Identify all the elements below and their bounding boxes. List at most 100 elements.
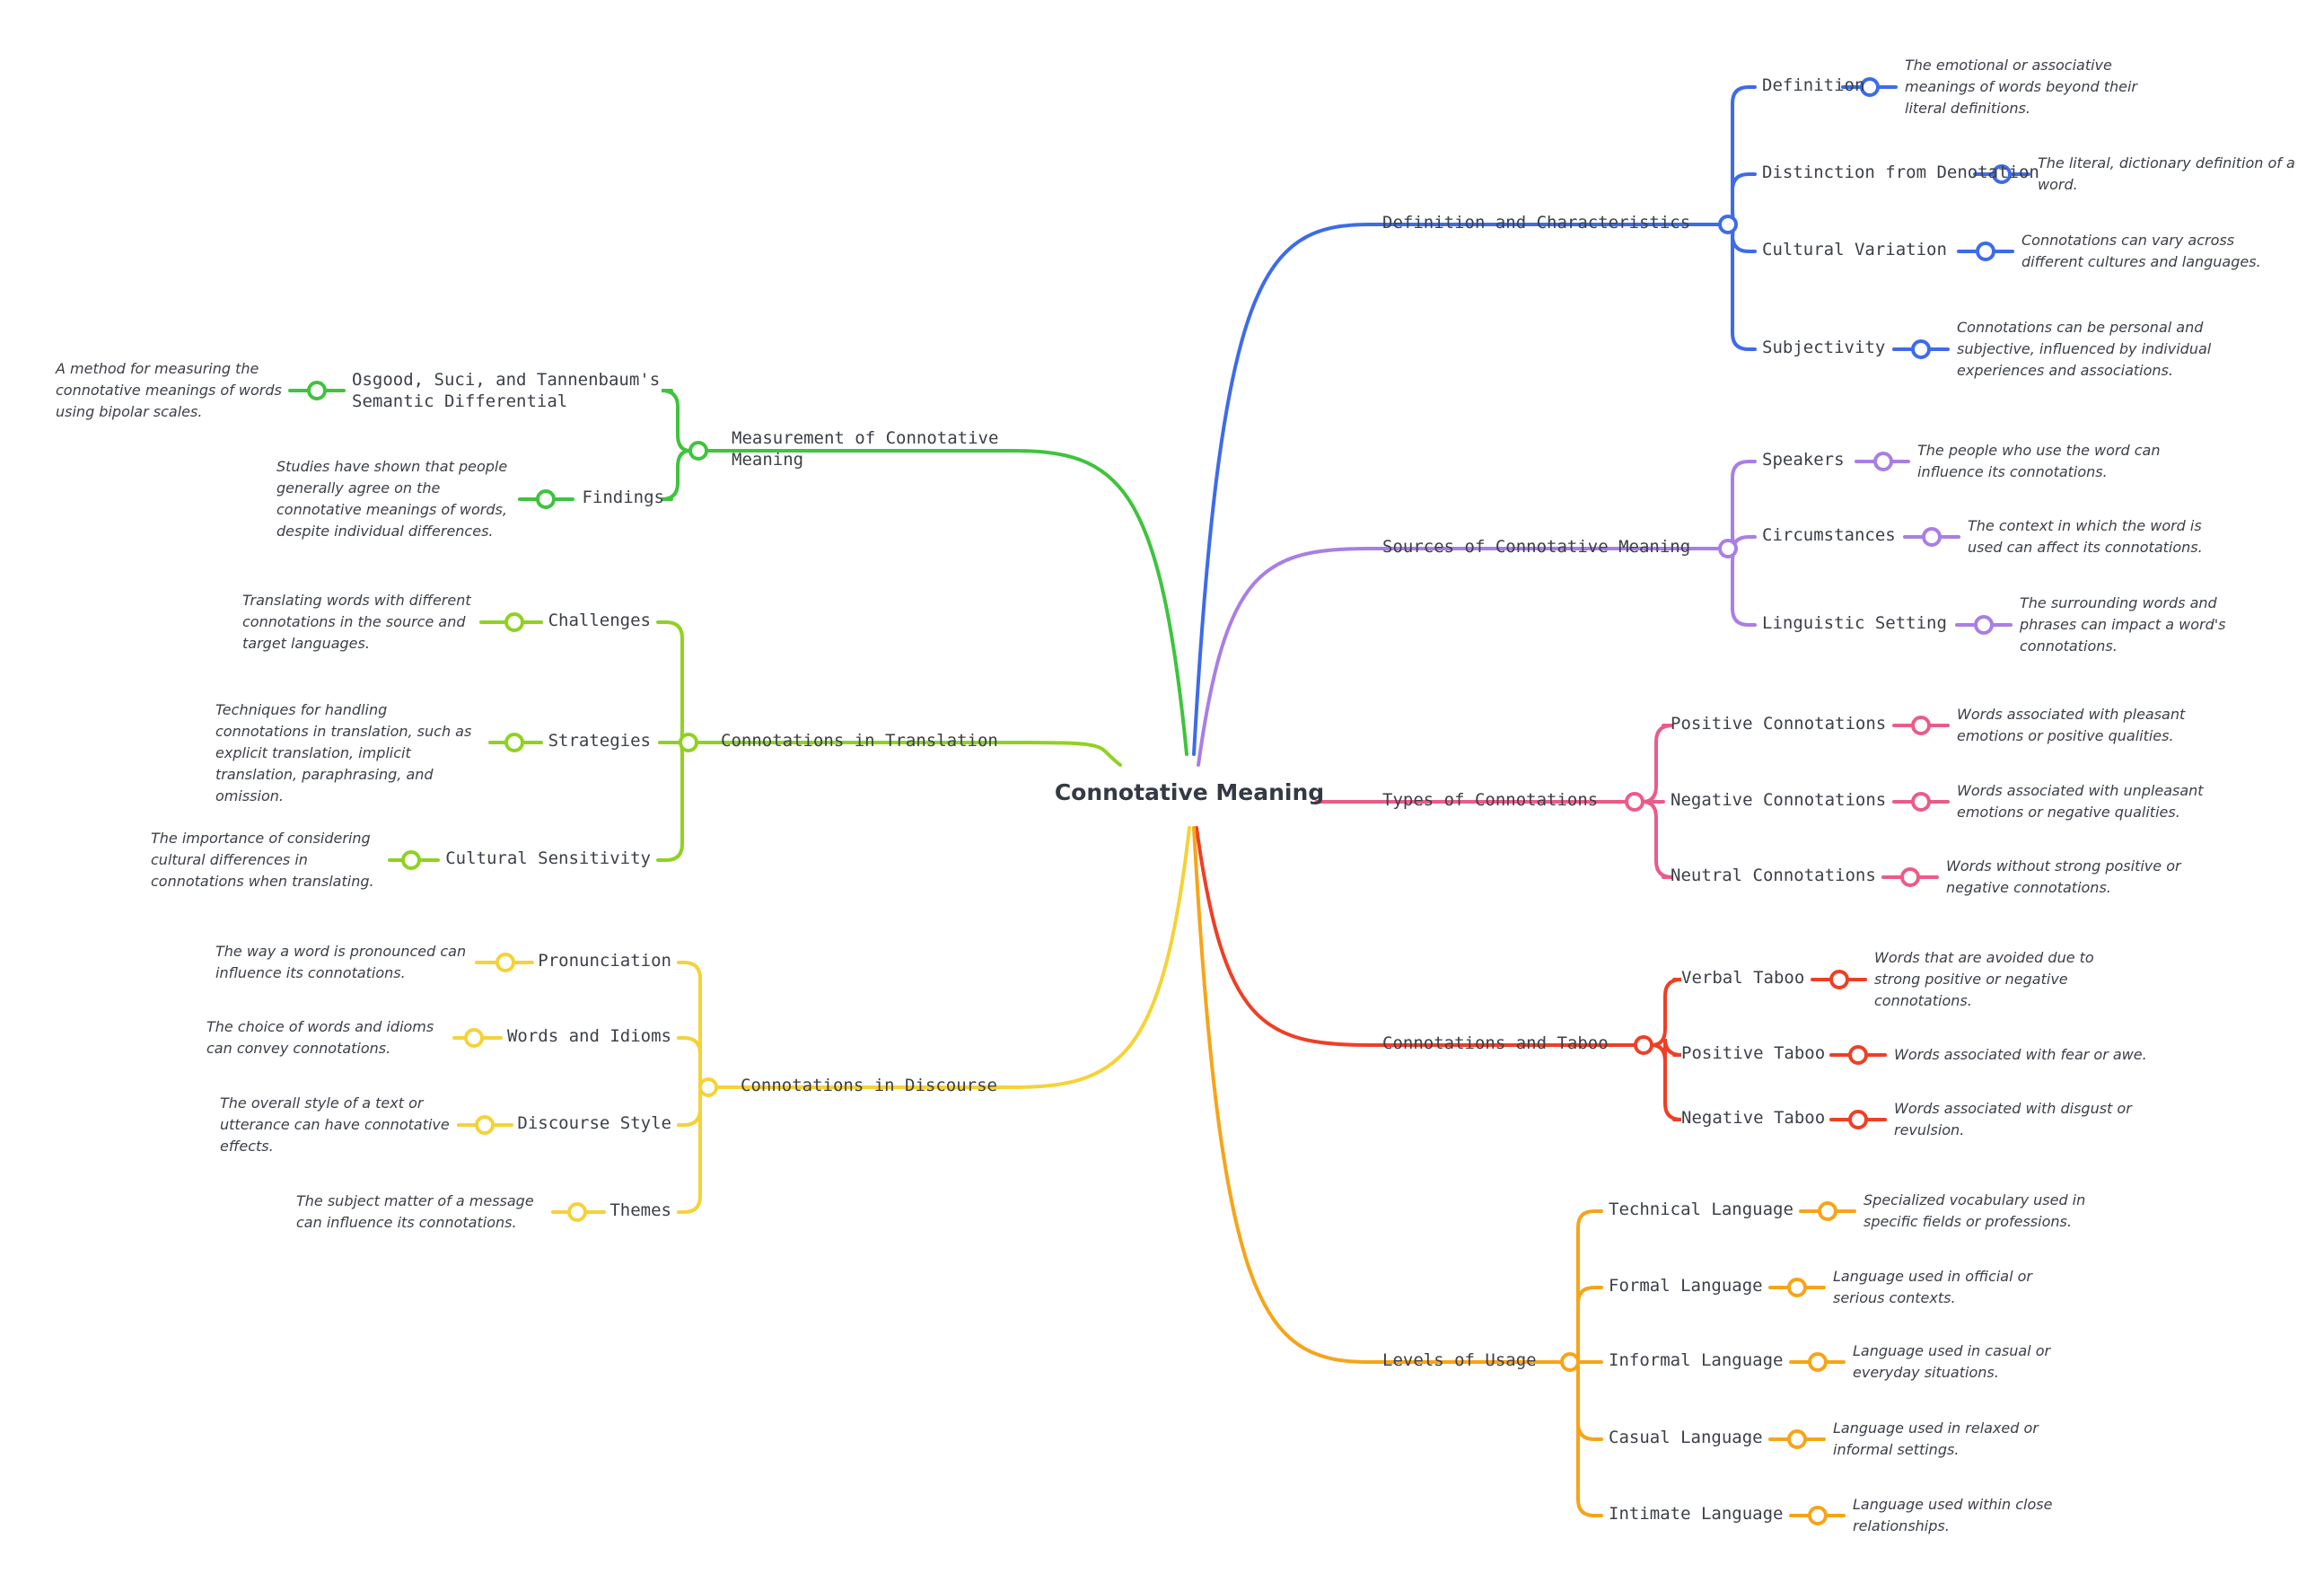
branch-5-junction-icon[interactable] [698,1077,718,1097]
branch-3-child-2-label[interactable]: Negative Taboo [1681,1108,1826,1128]
branch-1-child-1-label[interactable]: Circumstances [1762,525,1896,545]
branch-6-junction-icon[interactable] [679,733,698,752]
branch-2-child-2-node-icon[interactable] [1900,867,1920,887]
branch-1-child-2-node-icon[interactable] [1974,615,1994,635]
branch-6-child-0-label[interactable]: Challenges [548,611,651,630]
branch-2-child-0-label[interactable]: Positive Connotations [1671,714,1887,734]
branch-1-child-1-node-icon[interactable] [1922,527,1942,547]
branch-7-child-1-node-icon[interactable] [536,489,556,509]
central-topic[interactable]: Connotative Meaning [1014,756,1364,828]
branch-0-child-0-node-icon[interactable] [1860,77,1880,97]
branch-4-child-3-label[interactable]: Casual Language [1609,1428,1763,1447]
branch-6-child-1-label[interactable]: Strategies [548,731,651,751]
branch-2-junction-icon[interactable] [1625,792,1644,812]
branch-6-connector [1009,741,1122,767]
branch-1-junction-icon[interactable] [1718,539,1738,558]
branch-0-child-0-label[interactable]: Definition [1762,75,1865,95]
branch-5-child-3-label[interactable]: Themes [610,1200,671,1220]
branch-1-label[interactable]: Sources of Connotative Meaning [1382,537,1691,557]
branch-6-child-0-node-icon[interactable] [504,612,524,632]
branch-3-label[interactable]: Connotations and Taboo [1382,1033,1609,1053]
branch-0-child-0-stem [1731,85,1757,226]
branch-4-label[interactable]: Levels of Usage [1382,1350,1537,1370]
branch-1-child-0-desc: The people who use the word can influenc… [1917,442,2161,480]
branch-6-child-1-desc: Techniques for handling connotations in … [215,701,472,804]
branch-0-child-2-node-icon[interactable] [1976,242,1995,261]
branch-6-child-0-desc: Translating words with different connota… [242,592,471,652]
branch-4-child-2-desc: Language used in casual or everyday situ… [1853,1342,2051,1381]
branch-1-child-2-stem [1731,547,1757,627]
branch-0-child-1-node-icon[interactable] [1992,164,2012,184]
branch-4-child-4-label[interactable]: Intimate Language [1609,1504,1784,1524]
branch-2-child-1-node-icon[interactable] [1911,792,1931,812]
branch-7-label[interactable]: Measurement of Connotative Meaning [732,428,999,470]
branch-2-child-0-node-icon[interactable] [1911,716,1931,735]
branch-1-child-2-label[interactable]: Linguistic Setting [1762,613,1947,633]
branch-0-child-3-desc: Connotations can be personal and subject… [1957,319,2212,379]
branch-4-child-0-node-icon[interactable] [1818,1201,1837,1221]
branch-3-child-2-stem [1650,1043,1682,1121]
branch-5-child-1-desc: The choice of words and idioms can conve… [206,1018,434,1057]
branch-5-child-0-label[interactable]: Pronunciation [538,951,671,971]
branch-1-child-0-node-icon[interactable] [1873,452,1893,471]
branch-4-child-0-label[interactable]: Technical Language [1609,1200,1793,1219]
branch-3-child-1-node-icon[interactable] [1848,1045,1868,1065]
branch-3-child-0-desc: Words that are avoided due to strong pos… [1874,949,2094,1009]
branch-0-child-3-label[interactable]: Subjectivity [1762,338,1886,357]
branch-2-child-1-desc: Words associated with unpleasant emotion… [1957,782,2204,821]
branch-2-label[interactable]: Types of Connotations [1382,790,1599,810]
branch-3-child-0-stem [1650,978,1682,1047]
branch-5-child-0-node-icon[interactable] [495,953,515,972]
branch-1-child-1-desc: The context in which the word is used ca… [1968,517,2203,556]
branch-4-child-4-node-icon[interactable] [1808,1506,1828,1525]
branch-3-child-2-node-icon[interactable] [1848,1110,1868,1129]
branch-7-child-0-label[interactable]: Osgood, Suci, and Tannenbaum's Semantic … [352,370,661,411]
branch-3-child-1-desc: Words associated with fear or awe. [1894,1046,2147,1063]
branch-0-child-1-desc: The literal, dictionary definition of a … [2038,154,2295,193]
branch-4-child-1-label[interactable]: Formal Language [1609,1276,1763,1296]
branch-1-child-0-label[interactable]: Speakers [1762,450,1845,470]
branch-7-child-1-stem [661,449,692,501]
branch-3-child-0-label[interactable]: Verbal Taboo [1681,968,1805,988]
branch-6-child-2-label[interactable]: Cultural Sensitivity [445,848,651,868]
central-topic-title: Connotative Meaning [1054,778,1325,805]
branch-2-child-2-desc: Words without strong positive or negativ… [1946,857,2181,896]
branch-3-child-1-label[interactable]: Positive Taboo [1681,1043,1826,1063]
branch-7-child-0-desc: A method for measuring the connotative m… [56,360,282,420]
branch-7-connector [1009,449,1188,756]
branch-5-child-2-label[interactable]: Discourse Style [517,1113,671,1133]
branch-2-child-2-stem [1641,800,1673,879]
branch-5-child-2-stem [677,1085,702,1127]
branch-5-child-2-node-icon[interactable] [475,1115,495,1135]
branch-4-child-3-stem [1576,1360,1603,1441]
branch-0-label[interactable]: Definition and Characteristics [1382,213,1691,233]
branch-3-child-0-node-icon[interactable] [1829,970,1849,989]
branch-3-child-2-desc: Words associated with disgust or revulsi… [1894,1100,2132,1138]
branch-6-child-2-node-icon[interactable] [401,850,421,870]
branch-0-child-3-node-icon[interactable] [1911,339,1931,359]
branch-0-child-1-label[interactable]: Distinction from Denotation [1762,163,2039,182]
branch-5-child-3-desc: The subject matter of a message can infl… [296,1192,534,1231]
branch-5-child-1-label[interactable]: Words and Idioms [506,1026,671,1046]
branch-0-child-2-label[interactable]: Cultural Variation [1762,240,1947,259]
branch-4-child-2-label[interactable]: Informal Language [1609,1350,1784,1370]
branch-7-child-1-label[interactable]: Findings [582,488,664,507]
branch-2-child-1-label[interactable]: Negative Connotations [1671,790,1887,810]
branch-0-junction-icon[interactable] [1718,215,1738,234]
branch-6-child-1-node-icon[interactable] [504,733,524,752]
branch-4-child-1-node-icon[interactable] [1787,1278,1807,1297]
branch-4-child-1-desc: Language used in official or serious con… [1833,1268,2033,1306]
branch-2-child-2-label[interactable]: Neutral Connotations [1671,866,1876,885]
branch-3-junction-icon[interactable] [1634,1035,1653,1055]
branch-7-junction-icon[interactable] [688,441,708,461]
branch-4-child-3-node-icon[interactable] [1787,1429,1807,1449]
branch-6-label[interactable]: Connotations in Translation [721,731,998,751]
branch-5-label[interactable]: Connotations in Discourse [741,1076,997,1095]
branch-4-junction-icon[interactable] [1560,1352,1580,1372]
branch-7-child-0-node-icon[interactable] [307,381,327,400]
branch-4-child-2-node-icon[interactable] [1808,1352,1828,1372]
branch-5-child-3-node-icon[interactable] [567,1202,587,1222]
branch-7-child-0-stem [661,389,692,453]
branch-5-child-1-node-icon[interactable] [464,1028,484,1048]
